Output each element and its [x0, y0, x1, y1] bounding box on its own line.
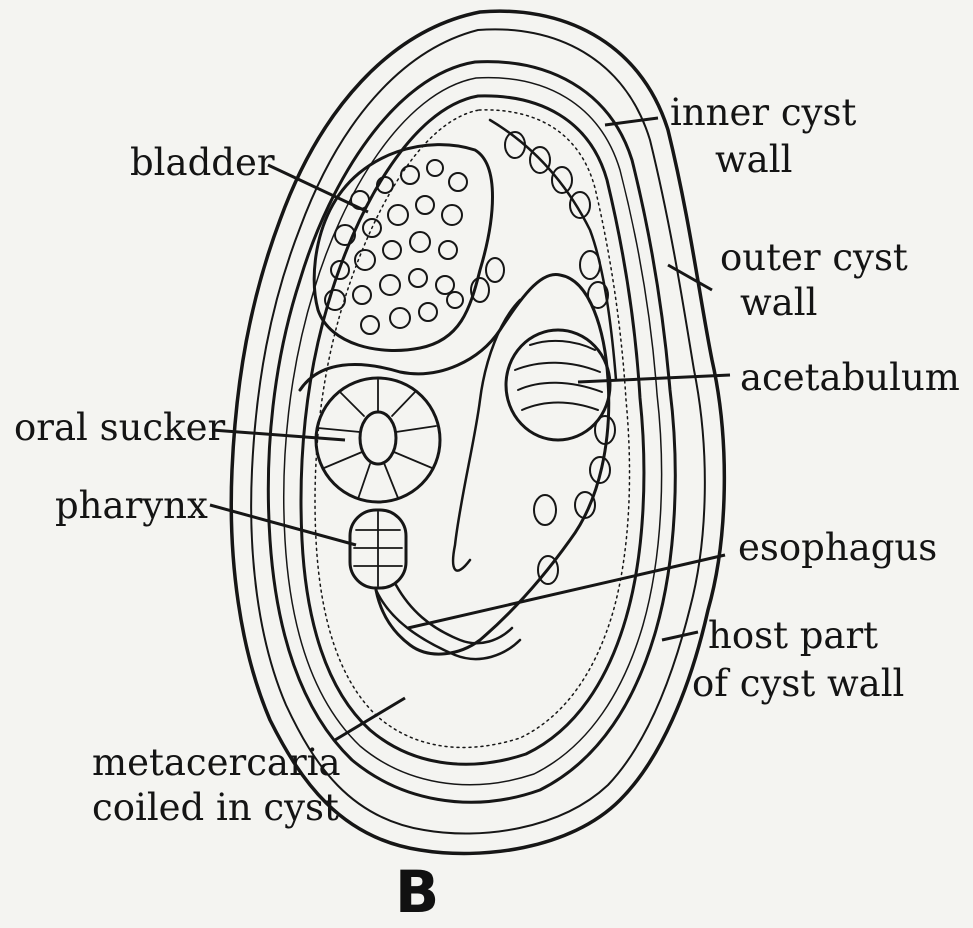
pharynx-structure: [350, 510, 406, 588]
bladder-structure: [314, 145, 492, 351]
label-host-part-line2: of cyst wall: [692, 662, 904, 705]
label-metacercaria-line2: coiled in cyst: [92, 786, 339, 829]
label-inner-cyst-wall-line1: inner cyst: [670, 91, 856, 134]
acetabulum-structure: [506, 330, 610, 440]
label-outer-cyst-wall-line1: outer cyst: [720, 236, 908, 279]
label-inner-cyst-wall-line2: wall: [715, 138, 792, 181]
panel-letter: B: [395, 858, 439, 926]
label-acetabulum: acetabulum: [740, 356, 960, 399]
label-outer-cyst-wall-line2: wall: [740, 281, 817, 324]
label-host-part-line1: host part: [708, 614, 878, 657]
label-bladder: bladder: [130, 141, 275, 184]
label-pharynx: pharynx: [55, 484, 208, 527]
label-metacercaria-line1: metacercaria: [92, 741, 341, 784]
label-esophagus: esophagus: [738, 526, 937, 569]
label-oral-sucker: oral sucker: [14, 406, 225, 449]
